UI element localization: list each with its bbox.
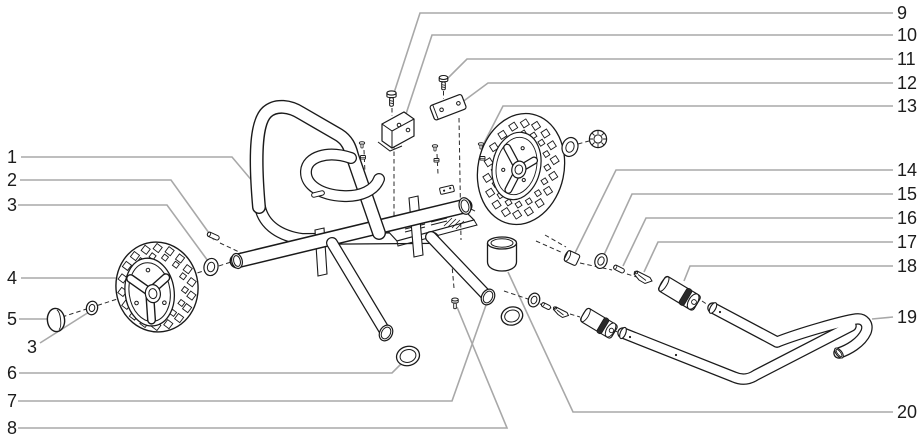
handle-tube: [617, 302, 873, 385]
screw-11: [438, 74, 449, 91]
tube-clamp: [439, 184, 455, 195]
leg-screw: [451, 297, 459, 310]
handle-sleeve-18: [657, 275, 701, 311]
leg-cap-left: [395, 345, 421, 367]
left-wheel: [115, 241, 199, 333]
part-number-2: 2: [7, 170, 17, 190]
leader-lines: [18, 12, 894, 429]
right-leg-end: [480, 288, 496, 306]
leader-line-6: [19, 360, 405, 374]
axle-tube-right-end: [458, 197, 472, 215]
retainer-clip-lower: [552, 306, 570, 319]
leader-line-20: [507, 271, 893, 413]
leader-line-18: [683, 265, 893, 282]
part-number-18: 18: [897, 256, 917, 276]
cart-frame-weldment: [229, 99, 496, 342]
leader-line-10: [405, 34, 893, 115]
leader-line-19: [871, 316, 894, 320]
leader-line-14: [574, 169, 893, 254]
leader-line-2: [20, 179, 215, 241]
part-number-6: 6: [7, 363, 17, 383]
leader-line-16: [622, 217, 893, 267]
spacer-bushing: [563, 250, 581, 266]
leader-line-8: [18, 306, 509, 429]
part-number-10: 10: [897, 25, 917, 45]
fastener-pair-b: [431, 144, 440, 163]
leader-line-12: [460, 82, 893, 104]
part-number-9: 9: [897, 3, 907, 23]
part-number-3b: 3: [27, 337, 37, 357]
fastener-pair-a: [358, 141, 366, 160]
part-number-20: 20: [897, 402, 917, 422]
part-number-17: 17: [897, 232, 917, 252]
leg-cap-right: [500, 306, 524, 326]
part-number-15: 15: [897, 184, 917, 204]
pin-lower: [540, 302, 551, 310]
part-number-3a: 3: [7, 195, 17, 215]
handle-sleeve-lower: [580, 307, 618, 339]
left-leg-end: [378, 324, 394, 342]
mounting-bracket-right: [429, 94, 467, 121]
part-number-16: 16: [897, 208, 917, 228]
part-number-13: 13: [897, 96, 917, 116]
cup-bracket: [486, 236, 518, 272]
wheel-washer: [561, 136, 579, 158]
washer-lower: [527, 292, 541, 308]
part-number-4: 4: [7, 268, 17, 288]
roll-pin: [206, 231, 220, 241]
leader-line-17: [643, 241, 893, 273]
part-number-12: 12: [897, 73, 917, 93]
leader-line-7: [18, 304, 487, 402]
part-number-1: 1: [7, 147, 17, 167]
leader-line-11: [446, 58, 893, 80]
axle-tube-left-end: [231, 252, 243, 270]
axle-washer: [203, 257, 219, 277]
retainer-clip-17: [633, 270, 653, 285]
part-number-19: 19: [897, 307, 917, 327]
part-number-5: 5: [7, 309, 17, 329]
pin-16: [613, 264, 625, 274]
leader-line-13: [483, 105, 893, 144]
part-number-8: 8: [7, 418, 17, 438]
leader-line-1: [21, 156, 265, 196]
part-number-11: 11: [897, 49, 916, 69]
leader-line-3a: [18, 204, 209, 262]
part-number-14: 14: [897, 160, 917, 180]
tube-slot: [311, 190, 325, 198]
hub-cap: [46, 307, 66, 333]
bearing: [588, 129, 608, 149]
outer-washer: [85, 300, 99, 316]
fastener-pair-c: [477, 142, 486, 161]
leader-line-15: [602, 193, 893, 258]
right-wheel: [476, 112, 566, 226]
mounting-bracket-left: [377, 111, 415, 152]
part-number-7: 7: [7, 391, 17, 411]
screw-9: [386, 90, 397, 107]
leader-line-9: [392, 12, 893, 97]
leader-line-3b: [39, 311, 90, 344]
washer-15: [594, 252, 608, 270]
